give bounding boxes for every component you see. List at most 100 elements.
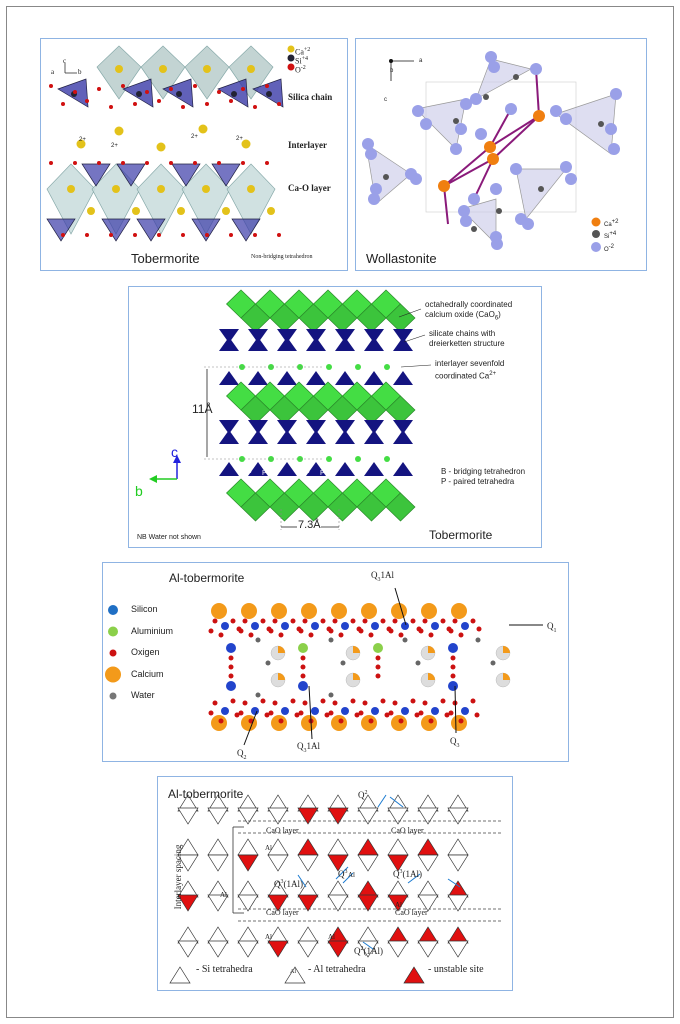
legend-ca: Ca+2: [295, 47, 311, 57]
unstable-site: [327, 854, 349, 872]
tetrahedron: [393, 462, 413, 476]
bond: [489, 108, 512, 148]
oxygen-atom: [458, 205, 470, 217]
calcium-atom: [391, 715, 407, 731]
silicon-atom: [538, 186, 544, 192]
figure-wollastonite: a b c Ca+2 Si+4 O-2 Wollastonite: [355, 38, 647, 271]
oxygen-atom: [440, 698, 446, 704]
oxygen-atom: [278, 718, 284, 724]
legend-swatch-calcium: [105, 666, 121, 683]
si-tetrahedron: [357, 926, 379, 944]
silicon-atom: [371, 707, 379, 715]
calcium-wedge: [353, 646, 360, 653]
water-molecule: [415, 660, 421, 666]
tetrahedron: [277, 430, 297, 444]
tetrahedron: [248, 371, 268, 385]
oxygen-atom: [277, 233, 281, 237]
oxygen-atom: [265, 84, 269, 88]
interlayer-calcium: [355, 456, 361, 462]
cao-layer-label: CaO layer: [266, 908, 299, 917]
oxygen-atom: [241, 161, 245, 165]
tetrahedron: [248, 337, 268, 351]
figure-al-tobermorite-schematic: Al-tobermorite CaO layer CaO layer CaO l…: [157, 776, 513, 991]
legend-swatch-water: [109, 692, 117, 700]
oxygen-atom: [300, 664, 306, 670]
tetrahedron: [136, 218, 166, 242]
tetrahedron: [475, 58, 532, 100]
oxygen-atom: [455, 123, 467, 135]
unstable-site: [297, 807, 319, 825]
oxygen-atom: [302, 700, 308, 706]
oxygen-atom: [238, 628, 244, 634]
calcium-atom: [271, 715, 287, 731]
tetrahedron: [364, 329, 384, 343]
bond: [443, 185, 449, 225]
q3-1al-top-label: Q31Al: [371, 570, 394, 583]
legend-swatch-aluminium: [108, 626, 118, 637]
unstable-site: [327, 807, 349, 825]
legend-si-swatch: [287, 54, 295, 62]
legend-ca-swatch: [287, 45, 295, 53]
oxygen-atom: [272, 700, 278, 706]
unstable-site: [387, 854, 409, 872]
tetrahedron: [306, 337, 326, 351]
calcium-atom: [484, 141, 496, 153]
tetrahedron: [219, 462, 239, 476]
calcium-atom: [438, 180, 450, 192]
silicon-atom: [401, 622, 409, 630]
oxygen-atom: [560, 161, 572, 173]
water-molecule: [255, 637, 261, 643]
oxygen-atom: [298, 710, 304, 716]
oxygen-atom: [412, 105, 424, 117]
bond: [443, 158, 494, 187]
tetrahedron: [277, 462, 297, 476]
oxygen-atom: [491, 238, 503, 250]
q2-1al-label: Q2(1Al): [354, 946, 383, 956]
interlayer-calcium: [268, 456, 274, 462]
calcium-atom: [157, 185, 165, 193]
q3-label: Q3: [338, 869, 348, 879]
calcium-atom: [202, 185, 210, 193]
oxygen-atom: [278, 632, 284, 638]
legend-ca-swatch: [591, 217, 601, 227]
arrow-q3-1al-bottom: [308, 685, 313, 740]
oxygen-atom: [97, 87, 101, 91]
oxygen-atom: [332, 700, 338, 706]
tetrahedron: [277, 329, 297, 343]
aluminium-atom: [298, 643, 308, 653]
calcium-wedge: [353, 673, 360, 680]
si-tetrahedron: [447, 894, 469, 912]
arrow-q3: [454, 685, 457, 734]
unstable-site: [327, 940, 349, 958]
figure-title: Al-tobermorite: [169, 571, 245, 585]
oxygen-atom: [217, 90, 221, 94]
tetrahedron: [364, 371, 384, 385]
unstable-site: [267, 940, 289, 958]
oxygen-atom: [358, 710, 364, 716]
oxygen-atom: [328, 710, 334, 716]
caption-wollastonite: Wollastonite: [366, 251, 437, 266]
oxygen-atom: [121, 161, 125, 165]
tetrahedron: [248, 329, 268, 343]
annotation-arrow: [389, 796, 404, 808]
tetrahedron: [46, 218, 76, 242]
oxygen-atom: [470, 618, 476, 624]
oxygen-atom: [350, 698, 356, 704]
oxygen-atom: [217, 161, 221, 165]
calcium-atom: [331, 715, 347, 731]
key-al-mark: Al: [290, 969, 296, 975]
legend-o: O-2: [604, 244, 615, 253]
water-molecule: [340, 660, 346, 666]
calcium-atom: [198, 124, 208, 134]
oxygen-atom: [272, 618, 278, 624]
silicon-atom: [496, 208, 502, 214]
interlayer-calcium: [384, 456, 390, 462]
bridging-mark: B: [337, 455, 342, 462]
charge-label: 2+: [111, 143, 118, 149]
axis-label-b: b: [390, 68, 394, 74]
q2-label: Q2: [358, 790, 368, 800]
si-tetrahedron: [207, 926, 229, 944]
unstable-site: [447, 926, 469, 944]
oxygen-atom: [193, 84, 197, 88]
